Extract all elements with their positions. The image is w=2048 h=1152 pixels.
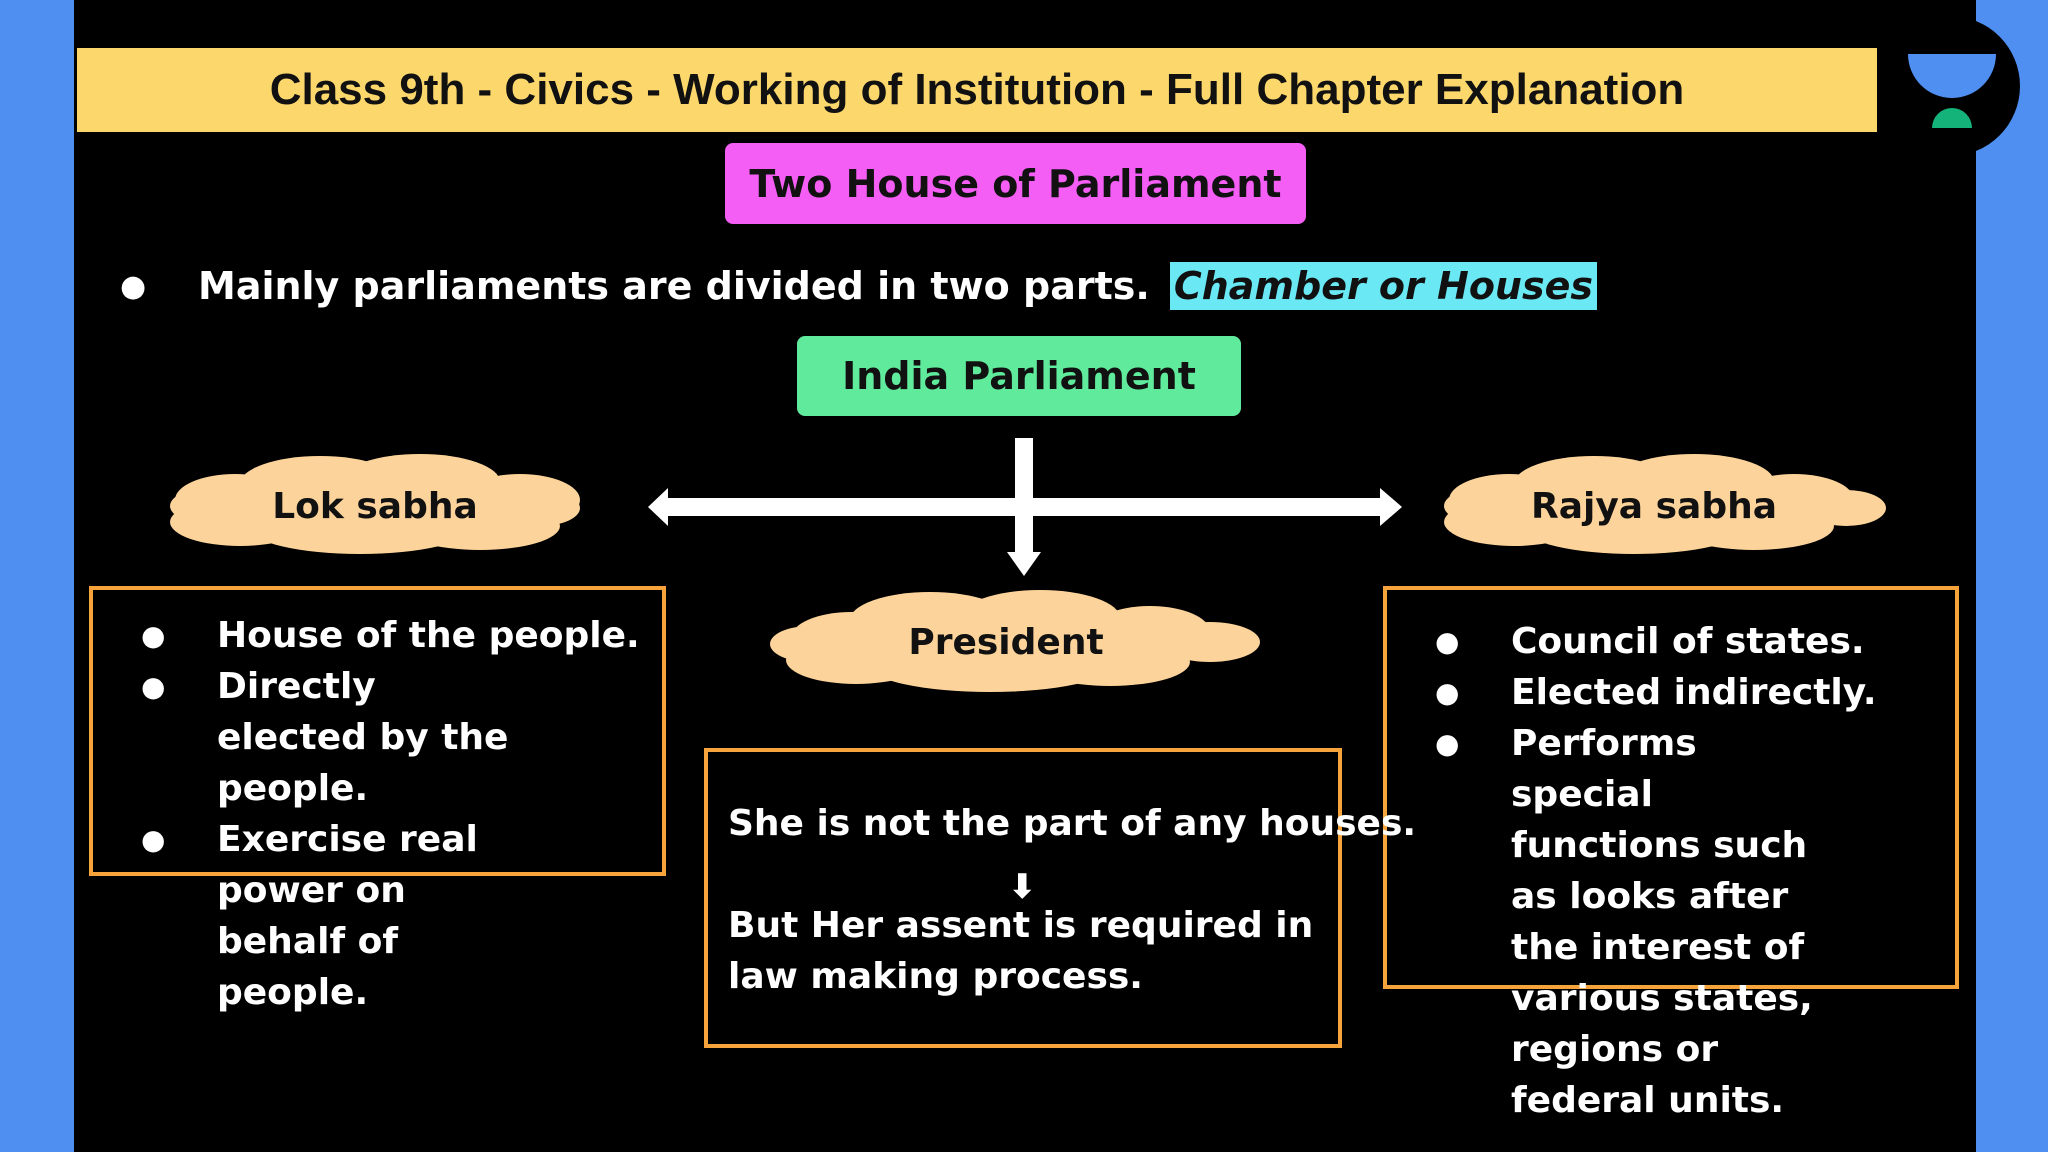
logo-bottom-shape xyxy=(1932,108,1972,128)
list-item: ●Council of states. xyxy=(1387,616,1877,667)
title-bar: Class 9th - Civics - Working of Institut… xyxy=(77,48,1877,132)
bullet-icon: ● xyxy=(141,823,166,856)
list-item: ●Directly elected by the people. xyxy=(93,661,517,814)
list-item: ●House of the people. xyxy=(93,610,640,661)
list-item: ●Exercise real power on behalf of people… xyxy=(93,814,517,1018)
president-label: President xyxy=(908,621,1104,663)
lok-sabha-box: ●House of the people. ●Directly elected … xyxy=(89,586,666,1013)
intro-highlight: Chamber or Houses xyxy=(1169,262,1597,310)
rajya-sabha-label: Rajya sabha xyxy=(1530,485,1778,527)
middle-cloud-shape xyxy=(770,590,1260,692)
connector-arrows xyxy=(648,438,1402,576)
right-side-bar xyxy=(1976,0,2048,1152)
president-line-1: She is not the part of any houses. xyxy=(728,803,1417,844)
intro-line: ● Mainly parliaments are divided in two … xyxy=(120,258,1597,314)
president-line-2: But Her assent is required in law making… xyxy=(728,905,1314,997)
bullet-icon: ● xyxy=(141,670,166,703)
bullet-icon: ● xyxy=(1435,625,1460,658)
left-side-bar xyxy=(0,0,74,1152)
down-arrow-icon: ⬇ xyxy=(1008,867,1037,907)
list-item: ●Performs special functions such as look… xyxy=(1387,718,1831,1126)
bullet-icon: ● xyxy=(120,268,147,304)
lok-sabha-list: ●House of the people. ●Directly elected … xyxy=(93,610,640,1018)
bullet-icon: ● xyxy=(141,619,166,652)
right-cloud-shape xyxy=(1444,454,1886,554)
left-cloud-shape xyxy=(170,454,580,554)
lok-sabha-label: Lok sabha xyxy=(272,485,478,527)
heading-box: Two House of Parliament xyxy=(725,143,1306,224)
president-box: She is not the part of any houses. ⬇ But… xyxy=(704,748,1416,1048)
bullet-icon: ● xyxy=(1435,676,1460,709)
intro-text: Mainly parliaments are divided in two pa… xyxy=(198,264,1150,308)
rajya-sabha-list: ●Council of states. ●Elected indirectly.… xyxy=(1387,616,1877,1126)
rajya-sabha-box: ●Council of states. ●Elected indirectly.… xyxy=(1383,586,1959,1121)
bullet-icon: ● xyxy=(1435,727,1460,760)
india-parliament-box: India Parliament xyxy=(797,336,1241,416)
list-item: ●Elected indirectly. xyxy=(1387,667,1877,718)
